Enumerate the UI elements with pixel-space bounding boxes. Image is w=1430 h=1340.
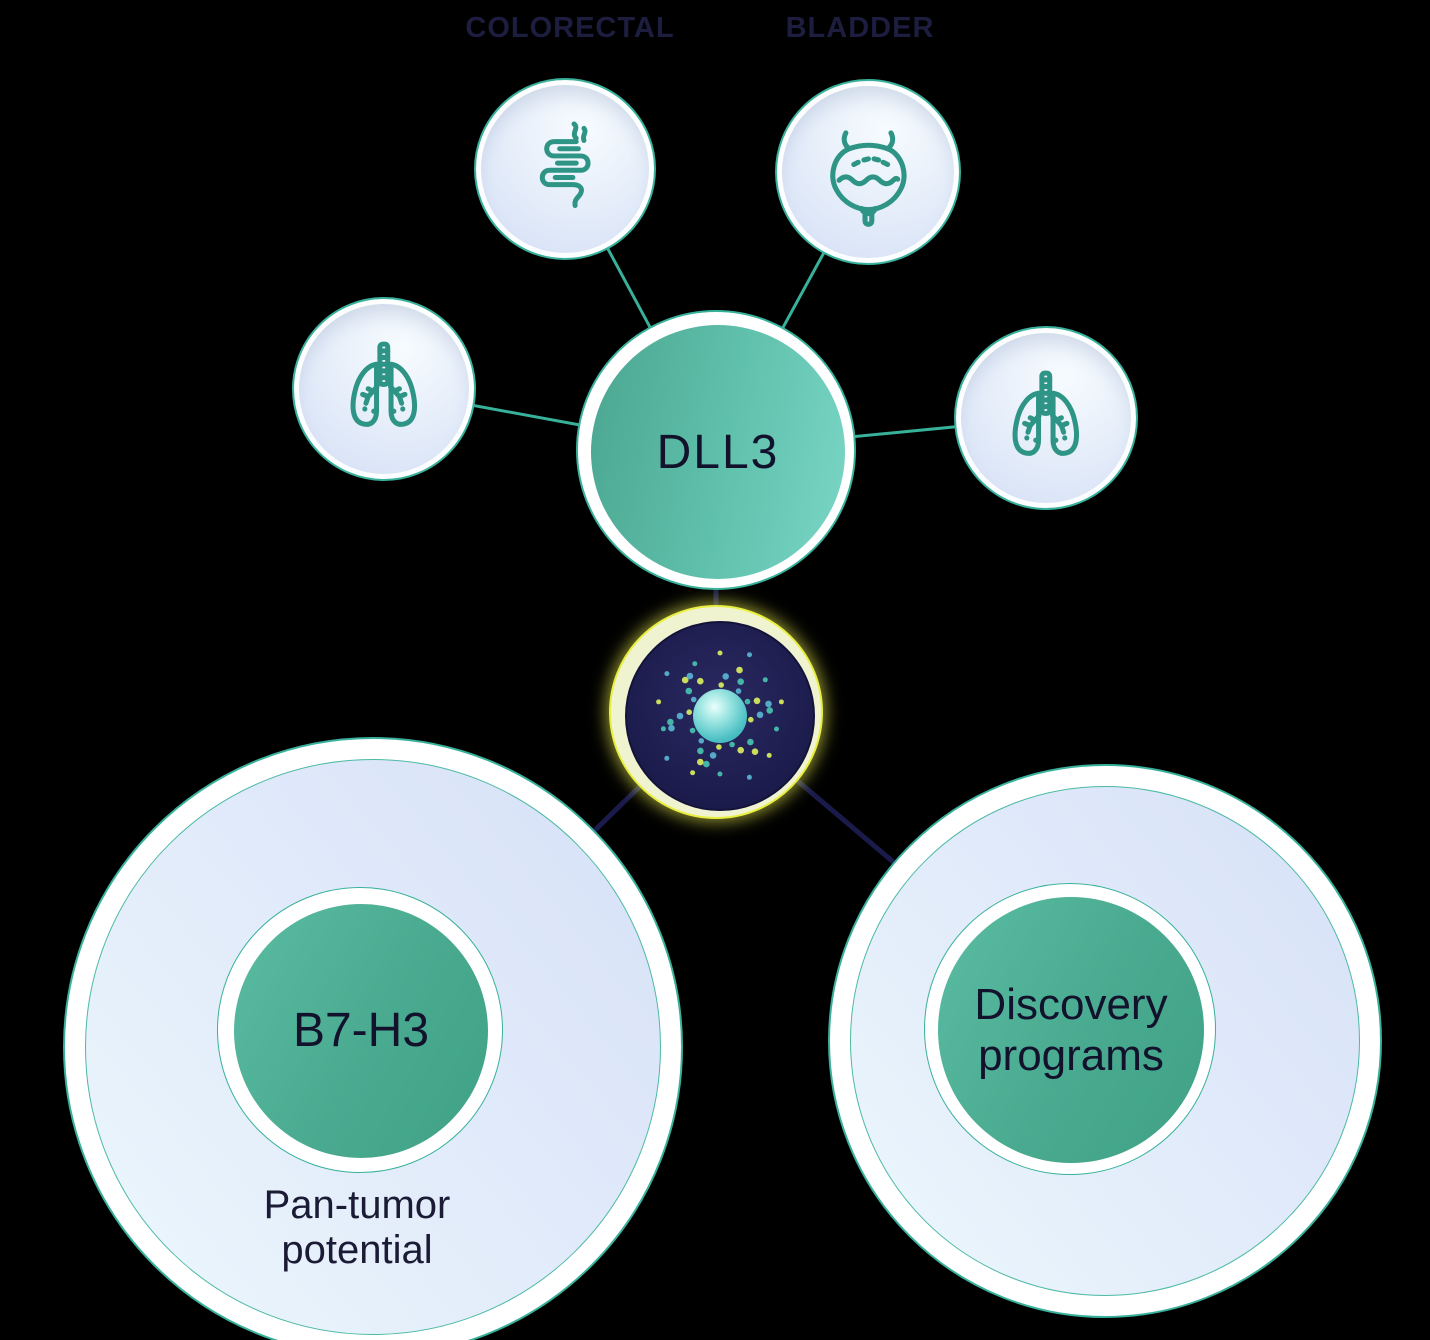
hub-label: DLL3 [656,425,780,479]
discovery-inner-ring: Discovery programs [924,883,1216,1175]
radioisotope-molecule-icon [625,621,815,811]
organ-node-intestine [474,78,656,260]
b7h3-label: B7-H3 [292,1004,430,1058]
hub-node-dll3-fill: DLL3 [591,325,845,579]
intestine-icon [539,121,591,208]
organ-node-bladder [775,79,961,265]
lungs-icon [1012,370,1080,457]
lungs-icon [350,341,418,428]
discovery-inner-circle: Discovery programs [938,897,1204,1163]
discovery-label: Discovery programs [974,979,1168,1080]
top-label-bladder: BLADDER [785,12,935,44]
organ-node-lungs-left [292,297,476,481]
pan-tumor-caption: Pan-tumor potential [263,1183,451,1272]
b7h3-inner-ring: B7-H3 [217,887,503,1173]
bladder-icon [829,129,907,227]
isotope-core [693,689,747,743]
organ-node-lungs-right [954,326,1138,510]
molecule-node [609,605,823,819]
b7h3-inner-circle: B7-H3 [234,904,488,1158]
top-label-colorectal: COLORECTAL [465,12,675,44]
hub-node-dll3: DLL3 [576,310,856,590]
